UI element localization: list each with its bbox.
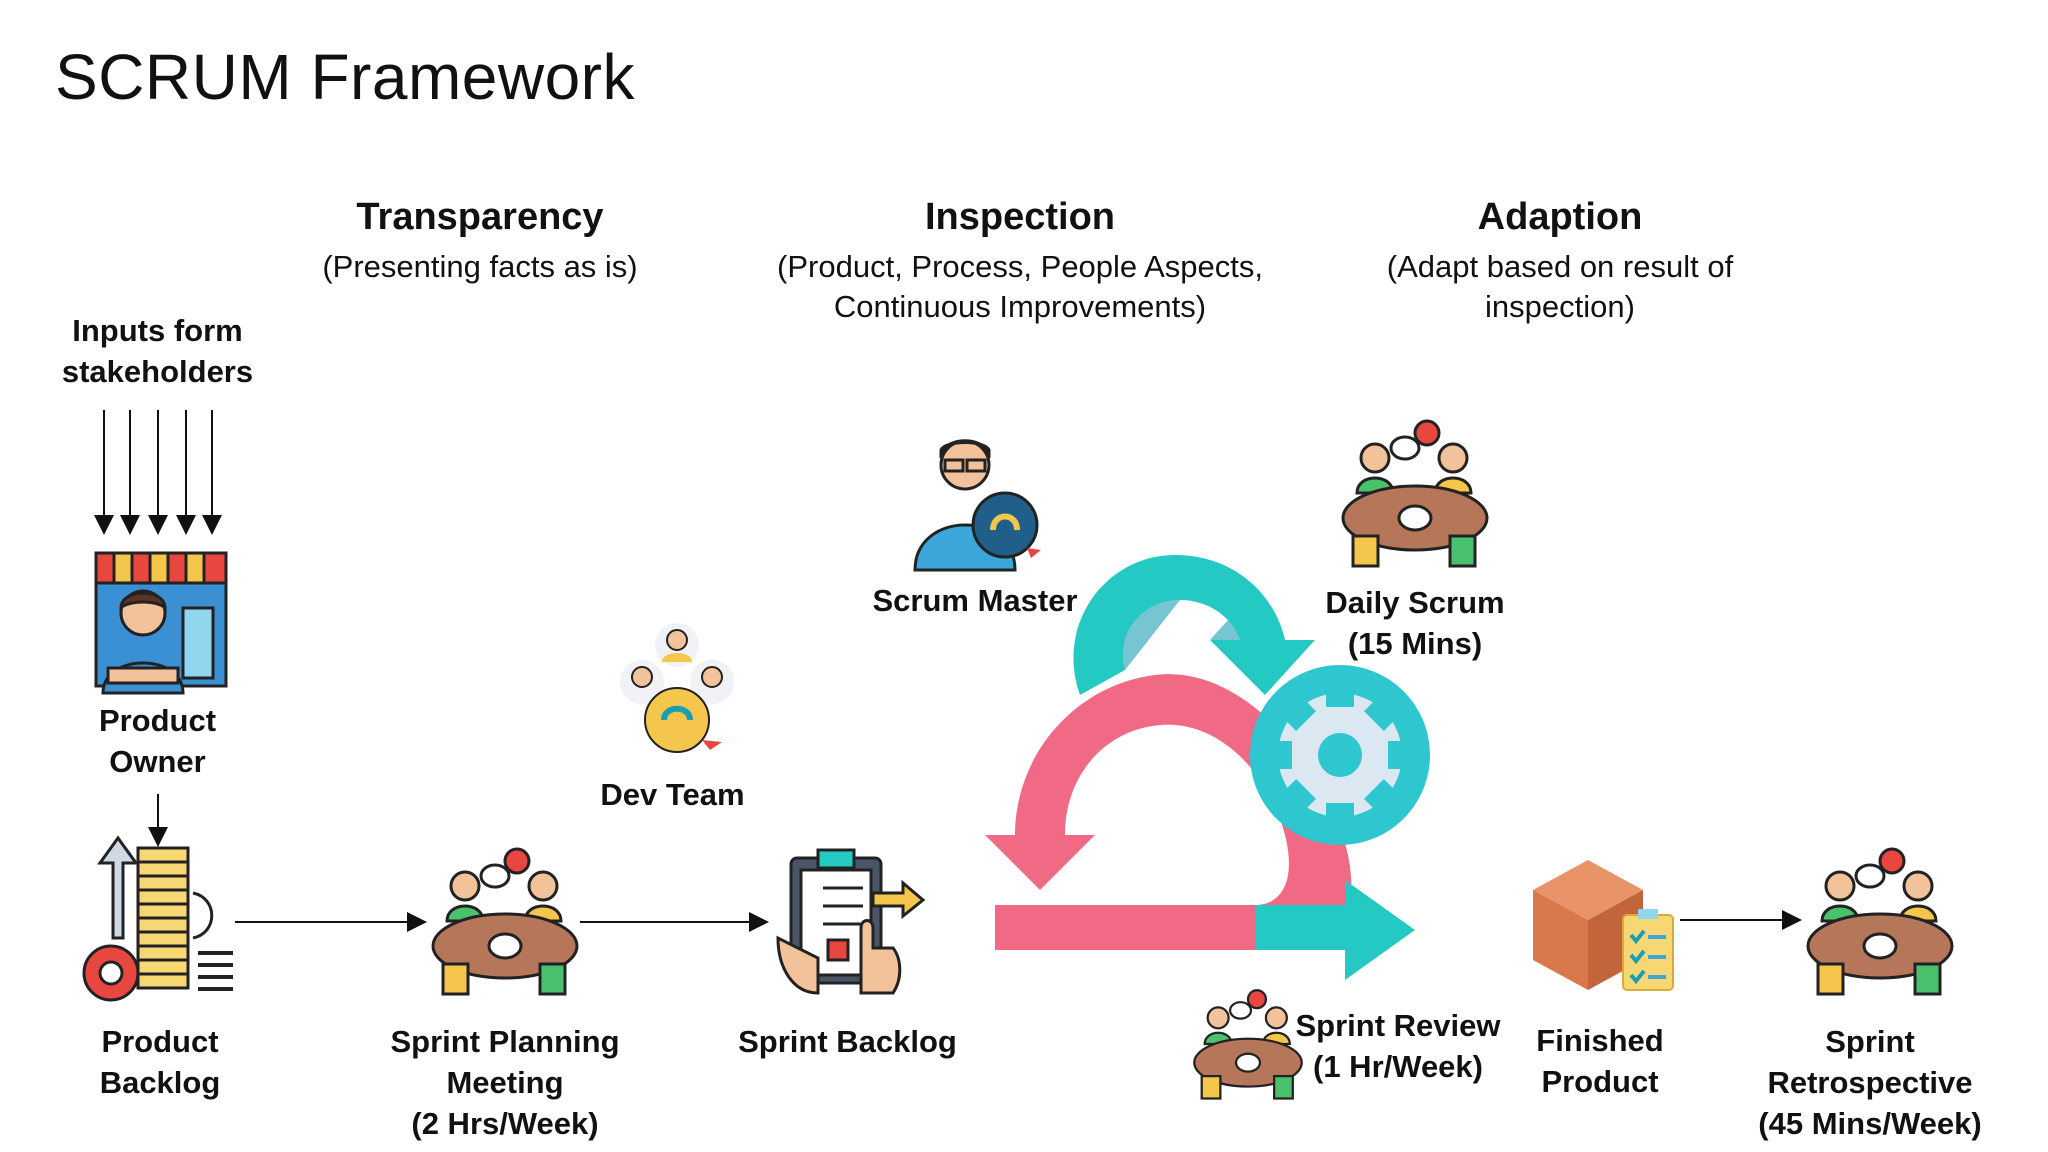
pillar-sub-line: (Adapt based on result of bbox=[1386, 249, 1734, 284]
label-line: Sprint Review bbox=[1295, 1008, 1501, 1043]
label-line: (45 Mins/Week) bbox=[1758, 1106, 1982, 1141]
meeting-table-icon bbox=[431, 847, 579, 996]
label-product-backlog: Product Backlog bbox=[60, 1021, 260, 1103]
label-line: Finished bbox=[1536, 1023, 1664, 1058]
label-finished-product: Finished Product bbox=[1505, 1020, 1695, 1102]
label-inputs-stakeholders: Inputs form stakeholders bbox=[40, 310, 275, 392]
stacked-backlog-icon bbox=[82, 835, 233, 1002]
gear-icon bbox=[1250, 665, 1430, 845]
label-line: Meeting bbox=[446, 1065, 564, 1100]
label-line: (15 Mins) bbox=[1347, 626, 1483, 661]
label-product-owner: Product Owner bbox=[60, 700, 255, 782]
label-line: Product bbox=[101, 1024, 219, 1059]
pillar-heading: Adaption bbox=[1477, 196, 1643, 238]
pillar-sub: (Adapt based on result of inspection) bbox=[1360, 247, 1760, 327]
pillar-sub-line: (Product, Process, People Aspects, bbox=[777, 249, 1263, 284]
label-scrum-master: Scrum Master bbox=[855, 580, 1095, 621]
label-line: (1 Hr/Week) bbox=[1313, 1049, 1483, 1084]
package-box-icon bbox=[1533, 860, 1674, 991]
label-sprint-retrospective: Sprint Retrospective (45 Mins/Week) bbox=[1735, 1021, 2005, 1144]
label-dev-team: Dev Team bbox=[570, 774, 775, 815]
scrum-cycle-arrows-icon bbox=[985, 555, 1430, 980]
label-line: Inputs form bbox=[72, 313, 243, 348]
label-line: Owner bbox=[109, 744, 206, 779]
label-line: Retrospective bbox=[1767, 1065, 1973, 1100]
label-sprint-backlog: Sprint Backlog bbox=[725, 1021, 970, 1062]
label-daily-scrum: Daily Scrum (15 Mins) bbox=[1300, 582, 1530, 664]
label-line: Sprint bbox=[1825, 1024, 1915, 1059]
pillar-sub-line: Continuous Improvements) bbox=[833, 289, 1207, 324]
pillar-inspection: Inspection (Product, Process, People Asp… bbox=[770, 196, 1270, 327]
label-line: Daily Scrum bbox=[1325, 585, 1505, 620]
pillar-heading: Transparency bbox=[356, 196, 604, 238]
meeting-table-icon bbox=[1806, 847, 1954, 996]
meeting-table-icon bbox=[1341, 419, 1489, 568]
label-line: Backlog bbox=[99, 1065, 221, 1100]
label-line: (2 Hrs/Week) bbox=[411, 1106, 599, 1141]
clipboard-icon bbox=[776, 848, 926, 995]
label-sprint-planning: Sprint Planning Meeting (2 Hrs/Week) bbox=[365, 1021, 645, 1144]
page-title: SCRUM Framework bbox=[55, 41, 635, 113]
pillar-sub: (Product, Process, People Aspects, Conti… bbox=[770, 247, 1270, 327]
label-line: Sprint Backlog bbox=[738, 1024, 957, 1059]
label-sprint-review: Sprint Review (1 Hr/Week) bbox=[1283, 1005, 1513, 1087]
shop-owner-icon bbox=[94, 551, 228, 695]
pillar-sub-line: inspection) bbox=[1485, 289, 1635, 324]
meeting-table-icon bbox=[1193, 989, 1303, 1100]
pillar-sub: (Presenting facts as is) bbox=[322, 249, 638, 284]
label-line: Product bbox=[1541, 1064, 1659, 1099]
label-line: Dev Team bbox=[600, 777, 745, 812]
scrum-master-icon bbox=[913, 439, 1041, 572]
label-line: Product bbox=[98, 703, 217, 738]
team-cycle-icon bbox=[620, 623, 734, 753]
label-line: Scrum Master bbox=[872, 583, 1078, 618]
label-line: stakeholders bbox=[61, 354, 254, 389]
label-line: Sprint Planning bbox=[390, 1024, 620, 1059]
pillar-heading: Inspection bbox=[924, 196, 1116, 238]
pillar-transparency: Transparency (Presenting facts as is) bbox=[290, 196, 670, 287]
pillar-adaption: Adaption (Adapt based on result of inspe… bbox=[1360, 196, 1760, 327]
